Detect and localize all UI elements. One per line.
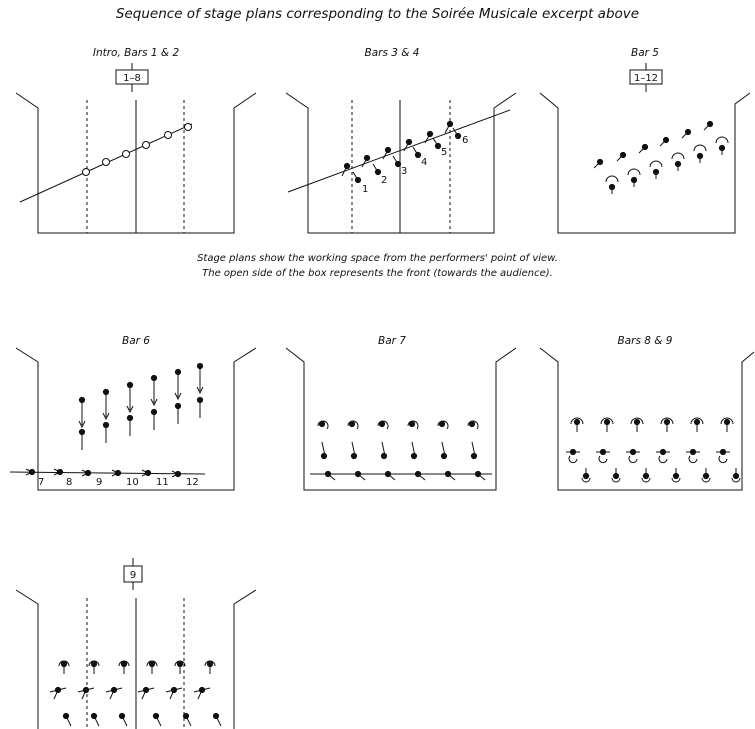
performer-marker xyxy=(82,123,192,176)
svg-text:2: 2 xyxy=(381,175,387,186)
formation-line xyxy=(287,109,511,193)
count-box-label: 1–12 xyxy=(634,73,658,84)
svg-text:5: 5 xyxy=(441,147,447,158)
performer-marker xyxy=(25,468,182,478)
panel-title-bars-8-9: Bars 8 & 9 xyxy=(617,335,673,347)
stage-plan-count-9: 9 xyxy=(15,558,257,729)
stage-note-line-1: Stage plans show the working space from … xyxy=(197,253,558,264)
svg-text:3: 3 xyxy=(401,166,407,177)
stage-plan-bar-6: 7 8 9 10 11 12 xyxy=(9,347,257,491)
svg-text:10: 10 xyxy=(126,477,139,488)
stage-outline xyxy=(539,347,755,491)
performer-marker xyxy=(78,362,204,450)
svg-text:12: 12 xyxy=(186,477,199,488)
stage-plan-intro: 1–8 xyxy=(15,63,257,234)
page-title: Sequence of stage plans corresponding to… xyxy=(115,6,640,22)
panel-title-intro: Intro, Bars 1 & 2 xyxy=(92,47,180,59)
panel-title-bars-3-4: Bars 3 & 4 xyxy=(364,47,420,59)
formation-line xyxy=(9,471,206,475)
svg-text:1: 1 xyxy=(362,184,368,195)
panel-title-bar-6: Bar 6 xyxy=(122,335,150,347)
svg-text:8: 8 xyxy=(66,477,72,488)
panel-title-bar-5: Bar 5 xyxy=(631,47,659,59)
performer-numbers: 7 8 9 10 11 12 xyxy=(38,477,199,488)
panel-title-bar-7: Bar 7 xyxy=(378,335,406,347)
performer-marker xyxy=(317,420,479,460)
stage-plan-bars-8-9 xyxy=(539,347,755,491)
count-box-label: 1–8 xyxy=(123,73,141,84)
performer-marker xyxy=(566,417,741,483)
performer-marker xyxy=(593,120,729,194)
stage-outline xyxy=(285,347,517,491)
performer-marker xyxy=(49,660,222,727)
stage-outline xyxy=(539,92,751,234)
stage-plan-bars-3-4: 1 2 3 4 5 6 xyxy=(285,92,517,234)
performer-marker xyxy=(341,120,462,184)
count-box-label: 9 xyxy=(130,570,136,581)
stage-outline xyxy=(285,92,517,234)
performer-numbers: 1 2 3 4 5 6 xyxy=(362,135,468,195)
svg-text:4: 4 xyxy=(421,157,427,168)
stage-plan-bar-5: 1–12 xyxy=(539,63,751,234)
performer-marker xyxy=(324,470,486,481)
svg-text:9: 9 xyxy=(96,477,102,488)
svg-text:6: 6 xyxy=(462,135,468,146)
stage-plan-bar-7 xyxy=(285,347,517,491)
stage-outline xyxy=(15,589,257,729)
svg-text:11: 11 xyxy=(156,477,169,488)
stage-outline xyxy=(15,347,257,491)
svg-text:7: 7 xyxy=(38,477,44,488)
stage-note-line-2: The open side of the box represents the … xyxy=(202,268,553,279)
